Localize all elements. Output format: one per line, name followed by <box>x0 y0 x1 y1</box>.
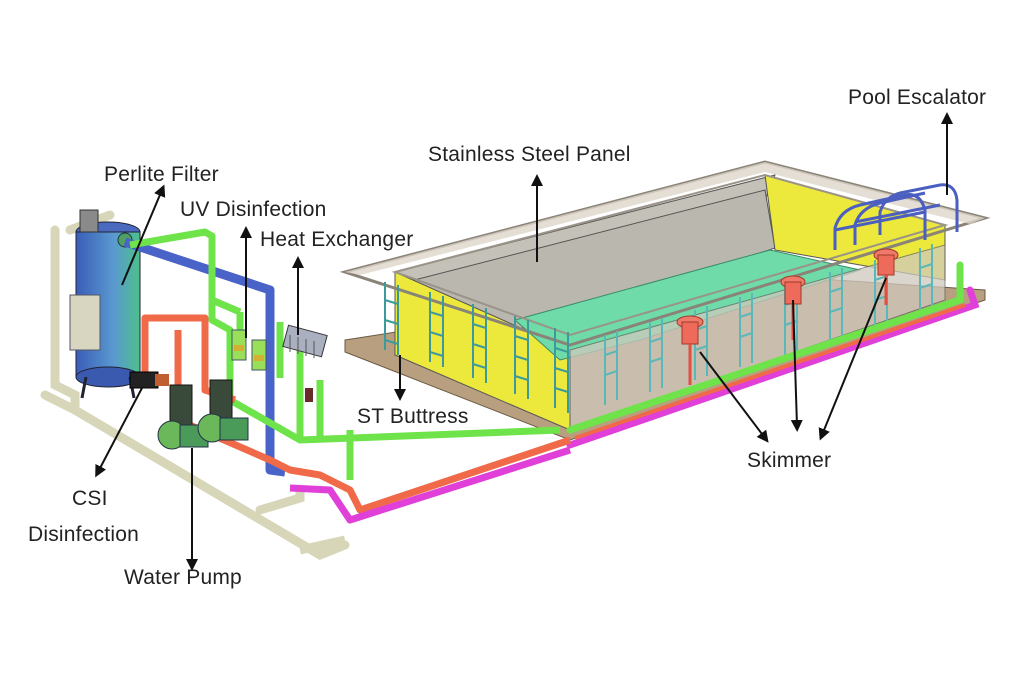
arrow-skimmer-2 <box>790 299 803 432</box>
pool-top-rim-inner <box>391 173 949 337</box>
water-pump-2 <box>197 379 249 443</box>
callout-arrows <box>95 112 953 571</box>
label-heat-exchanger: Heat Exchanger <box>260 228 414 251</box>
arrow-csi-disinfection <box>95 387 143 478</box>
arrow-skimmer-3 <box>818 277 887 441</box>
arrow-perlite-filter <box>121 184 166 286</box>
label-water-pump: Water Pump <box>124 566 242 589</box>
skimmer-1 <box>676 315 704 385</box>
pipe-blue <box>123 237 286 477</box>
label-disinfection: Disinfection <box>28 523 139 546</box>
pool-front-wall <box>569 244 946 431</box>
pipe-red-pool <box>574 303 966 440</box>
beige-pipe-end <box>299 535 346 555</box>
label-skimmer: Skimmer <box>747 449 832 472</box>
pipe-magenta-pool <box>566 286 980 449</box>
label-csi: CSI <box>72 487 108 510</box>
heat-exchanger-unit <box>282 324 328 402</box>
pool-escalator <box>833 183 959 250</box>
pool <box>339 160 991 449</box>
label-uv-disinfection: UV Disinfection <box>180 198 327 221</box>
beige-base-frame <box>40 210 350 561</box>
perlite-filter-tank <box>69 209 141 399</box>
csi-disinfection-device <box>129 371 169 389</box>
uv-disinfection-unit <box>231 329 267 371</box>
equipment <box>40 209 572 561</box>
st-buttress-group-front <box>604 244 933 405</box>
label-stainless-steel-panel: Stainless Steel Panel <box>428 143 631 166</box>
pipe-green-pool <box>566 261 964 434</box>
water-pump-1 <box>157 384 209 450</box>
st-buttress-group-left <box>384 282 569 413</box>
label-st-buttress: ST Buttress <box>357 405 469 428</box>
label-pool-escalator: Pool Escalator <box>848 86 987 109</box>
pipe-magenta-equipment <box>289 446 572 524</box>
arrow-skimmer-1 <box>699 351 769 443</box>
label-perlite-filter: Perlite Filter <box>104 163 219 186</box>
skimmer-3 <box>873 248 899 305</box>
